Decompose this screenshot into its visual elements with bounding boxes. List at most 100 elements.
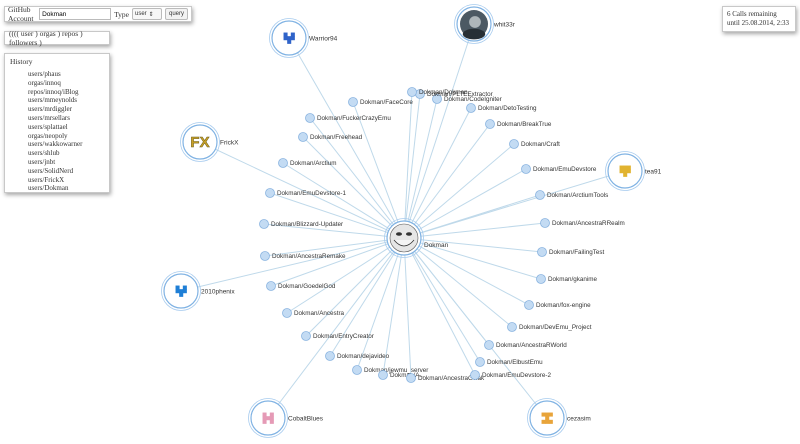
repo-node[interactable]: Dokman/EmuDevstore	[521, 164, 597, 174]
repo-dot[interactable]	[521, 164, 531, 174]
history-item[interactable]: orgas/innoq	[28, 78, 61, 87]
history-item[interactable]: users/SolidNerd	[28, 166, 74, 175]
user-node-cezasim[interactable]: cezasim	[527, 398, 591, 438]
repo-dot[interactable]	[485, 119, 495, 129]
user-node-whit33r[interactable]: whit33r	[454, 4, 516, 44]
history-item[interactable]: users/phaus	[28, 70, 61, 78]
graph-edge	[286, 237, 405, 314]
repo-node[interactable]: Dokman/EmuDevstore-1	[265, 188, 347, 198]
repo-node[interactable]: Dokman/dejavideo	[325, 351, 390, 361]
repo-label: Dokman/GoedelGod	[278, 283, 336, 290]
repo-node[interactable]: Dokman/AncestraRRealm	[540, 218, 625, 228]
graph-edge	[403, 222, 546, 239]
repo-dot[interactable]	[406, 373, 416, 383]
repo-node[interactable]: Dokman/AncestraRWorld	[484, 340, 568, 350]
repo-node[interactable]: Dokman/FuckerCrazyEmu	[305, 113, 392, 123]
repo-dot[interactable]	[535, 190, 545, 200]
user-node-warrior94[interactable]: Warrior94	[269, 18, 338, 58]
filter-text[interactable]: (((( user ) orgas ) repos ) followers )	[9, 29, 83, 47]
history-item[interactable]: orgas/neopoly	[28, 131, 68, 140]
repo-dot[interactable]	[484, 340, 494, 350]
repo-node[interactable]: Dokman/BreakTrue	[485, 119, 552, 129]
repo-node[interactable]: Dokman/EmuDevstore-2	[470, 370, 552, 380]
repo-node[interactable]: Dokman/gkanime	[536, 274, 598, 284]
repo-node[interactable]: Dokman/EntryCreator	[301, 331, 374, 341]
history-item[interactable]: users/shlub	[28, 149, 60, 158]
history-item[interactable]: users/mmeynolds	[28, 96, 77, 105]
repo-node[interactable]: Dokman/Craft	[509, 139, 561, 149]
repo-dot[interactable]	[407, 87, 417, 97]
repo-node[interactable]: Dokman/DetoTesting	[466, 103, 537, 113]
user-node-halo	[269, 18, 309, 58]
repo-node[interactable]: Dokman/FailingTest	[537, 247, 605, 257]
repo-dot[interactable]	[266, 281, 276, 291]
repo-dot[interactable]	[298, 132, 308, 142]
repo-dot[interactable]	[536, 274, 546, 284]
repo-node[interactable]: Dokman/jewmu_server	[352, 365, 429, 375]
repo-node[interactable]: Dokman/Dokman	[407, 87, 469, 97]
repo-dot[interactable]	[507, 322, 517, 332]
history-item[interactable]: users/FrickX	[28, 175, 65, 184]
graph-edge	[352, 101, 405, 239]
repo-dot[interactable]	[265, 188, 275, 198]
repo-node[interactable]: Dokman/GoedelGod	[266, 281, 336, 291]
repo-node[interactable]: Dokman/AncestraGwak	[406, 373, 485, 383]
repo-dot[interactable]	[432, 94, 442, 104]
user-label: cezasim	[567, 416, 591, 423]
history-item[interactable]: users/splattael	[28, 122, 68, 131]
repo-node[interactable]: Dokman/Ancestra	[282, 308, 345, 318]
repo-dot[interactable]	[470, 370, 480, 380]
repo-dot[interactable]	[475, 357, 485, 367]
repo-dot[interactable]	[540, 218, 550, 228]
repo-label: Dokman/ArctiumTools	[547, 192, 608, 199]
repo-dot[interactable]	[301, 331, 311, 341]
graph-edge	[403, 123, 491, 239]
repo-node[interactable]: Dokman/ElbustEmu	[475, 357, 544, 367]
repo-dot[interactable]	[509, 139, 519, 149]
repo-dot[interactable]	[325, 351, 335, 361]
repo-dot[interactable]	[378, 370, 388, 380]
history-item[interactable]: users/mrdiggler	[28, 105, 72, 114]
repo-node[interactable]: Dokman/PLTEExtractor	[415, 89, 493, 99]
repo-node[interactable]: Dokman/Arctium	[278, 158, 337, 168]
history-item[interactable]: users/jnbt	[28, 157, 56, 166]
user-node-2010phenix[interactable]: 2010phenix	[161, 271, 236, 311]
history-item[interactable]: users/mrsellars	[28, 113, 70, 122]
repo-dot[interactable]	[466, 103, 476, 113]
repo-dot[interactable]	[282, 308, 292, 318]
account-input[interactable]	[39, 8, 112, 20]
repo-dot[interactable]	[348, 97, 358, 107]
repo-dot[interactable]	[305, 113, 315, 123]
center-node-dokman[interactable]: Dokman	[384, 218, 449, 258]
history-item[interactable]: users/Dokman	[28, 184, 69, 193]
user-node-tea91[interactable]: tea91	[605, 151, 662, 191]
repo-dot[interactable]	[260, 251, 270, 261]
type-select[interactable]: user ⇕	[131, 8, 162, 20]
graph-edge	[305, 237, 405, 337]
repo-dot[interactable]	[259, 219, 269, 229]
center-node-halo	[384, 218, 424, 258]
repo-node[interactable]: Dokman/AncestraRemake	[260, 251, 346, 261]
user-node-cobaltblues[interactable]: CobaltBlues	[248, 398, 324, 438]
repo-node[interactable]: Dokman/FaceCore	[348, 97, 414, 107]
history-item[interactable]: repos/innoq/iBlog	[28, 87, 79, 96]
repo-node[interactable]: Dokman/DevEmu_Project	[507, 322, 592, 332]
history-item[interactable]: users/wakkowarner	[28, 140, 83, 149]
query-button[interactable]: query	[164, 8, 188, 20]
repo-node[interactable]: Dokman/Blizzard-Updater	[259, 219, 344, 229]
filter-panel[interactable]: (((( user ) orgas ) repos ) followers )	[4, 29, 110, 47]
repo-node[interactable]: Dokman/CodeIgniter	[432, 94, 502, 104]
repo-node[interactable]: Dokman/ArctiumTools	[535, 190, 609, 200]
repo-node[interactable]: Dokman/Freehead	[298, 132, 363, 142]
identicon-cell	[175, 289, 180, 294]
repo-dot[interactable]	[352, 365, 362, 375]
repo-dot[interactable]	[524, 300, 534, 310]
repo-dot[interactable]	[537, 247, 547, 257]
graph-edge	[199, 141, 405, 239]
repo-node[interactable]: Dokman/fox-engine	[524, 300, 592, 310]
repo-dot[interactable]	[278, 158, 288, 168]
repo-label: Dokman/BreakTrue	[497, 121, 552, 128]
